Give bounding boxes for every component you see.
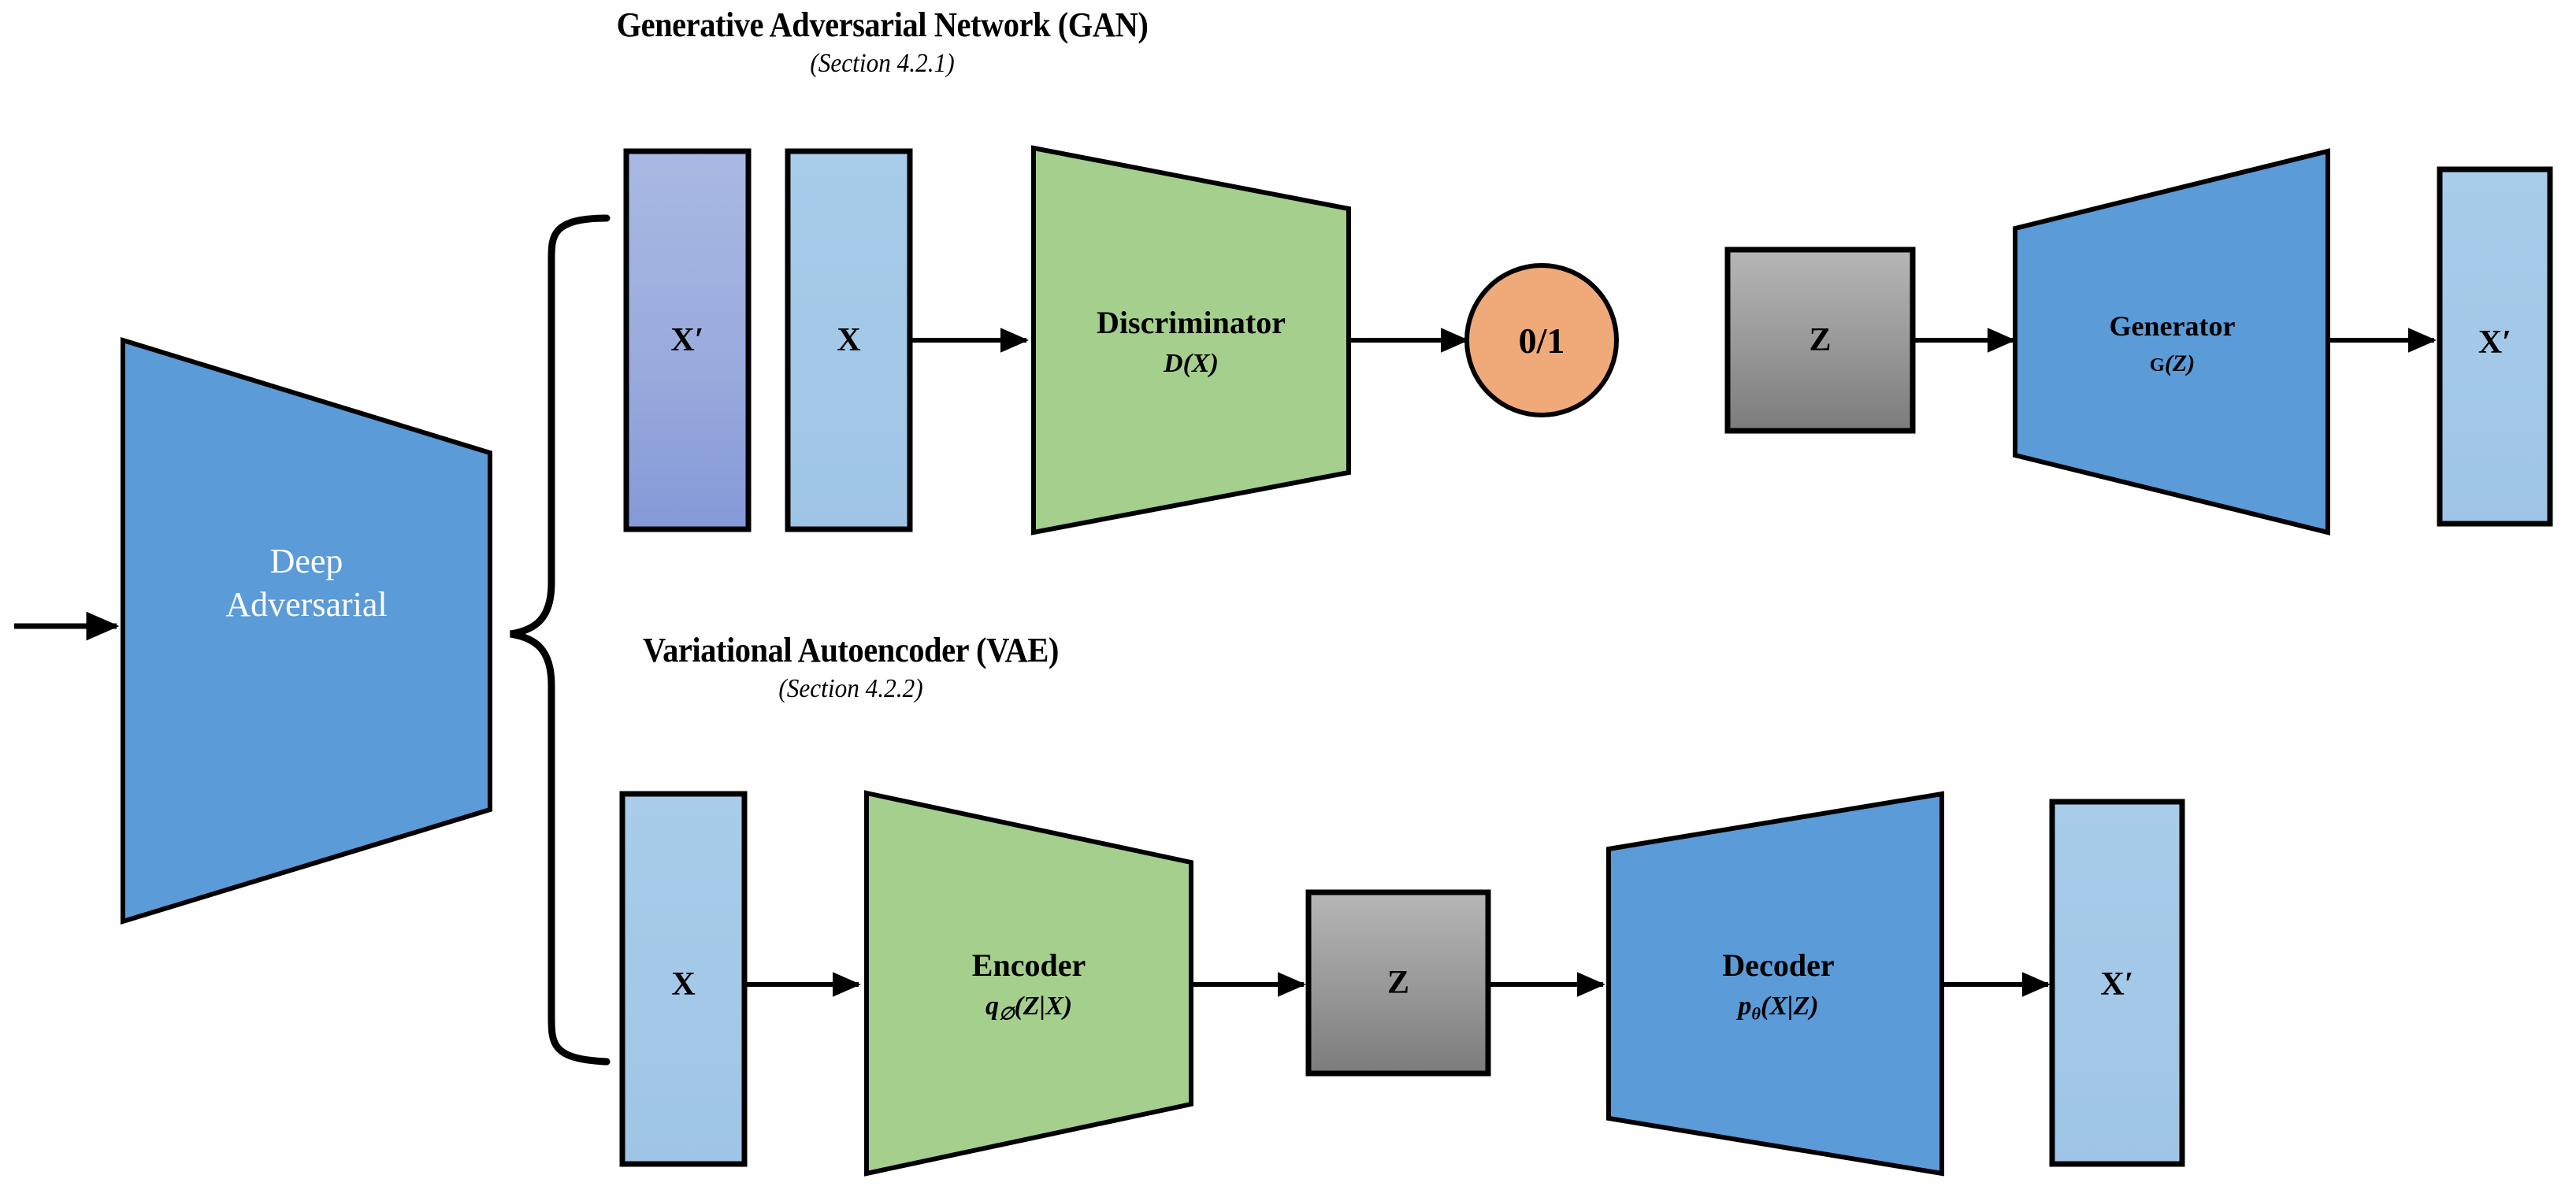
gan-x-input-text: X — [837, 322, 861, 358]
generator-name: Generator — [2109, 310, 2236, 342]
deep-adversarial-line2: Adversarial — [225, 585, 388, 624]
gan-section-subtitle: (Section 4.2.1) — [810, 49, 955, 78]
gan-z-text: Z — [1809, 322, 1832, 358]
deep-adversarial-label: Deep Adversarial — [123, 520, 490, 646]
vae-xprime-output-label: X′ — [2052, 949, 2182, 1020]
decoder-formula: pθ(X|Z) — [1738, 992, 1818, 1024]
decoder-label: Decoder pθ(X|Z) — [1615, 918, 1942, 1055]
gan-xprime-output-bar — [2437, 166, 2553, 527]
decoder-formula-arg: (X|Z) — [1761, 992, 1819, 1021]
vae-z-label: Z — [1308, 947, 1488, 1018]
discriminator-name: Discriminator — [1097, 305, 1286, 341]
vae-z-text: Z — [1386, 965, 1409, 1001]
gan-xprime-input-text: X′ — [670, 322, 704, 358]
deep-adversarial-line1: Deep — [269, 542, 343, 580]
encoder-formula: q∅(Z|X) — [985, 992, 1072, 1024]
vae-x-input-bar — [619, 791, 748, 1167]
vae-section-subtitle: (Section 4.2.2) — [778, 674, 923, 703]
vae-xprime-output-bar — [2049, 799, 2185, 1167]
vae-x-input-text: X — [671, 966, 696, 1003]
generator-formula-fn: G — [2149, 354, 2165, 376]
gan-output-text: 0/1 — [1518, 320, 1565, 361]
vae-xprime-output-text: X′ — [2100, 966, 2134, 1003]
vae-section-title: Variational Autoencoder (VAE) — [643, 631, 1059, 669]
encoder-name: Encoder — [971, 947, 1086, 984]
gan-output-label: 0/1 — [1467, 305, 1616, 376]
discriminator-label: Discriminator D(X) — [1034, 276, 1349, 410]
vae-x-input-label: X — [622, 945, 744, 1024]
encoder-formula-arg: (Z|X) — [1014, 992, 1073, 1021]
discriminator-shape — [1031, 145, 1351, 536]
gan-z-box — [1724, 247, 1916, 434]
decoder-formula-fn: p — [1738, 992, 1752, 1021]
generator-shape — [2013, 148, 2330, 536]
gan-xprime-input-label: X′ — [626, 301, 748, 380]
gan-xprime-input-bar — [623, 148, 752, 532]
gan-output-circle — [1464, 263, 1619, 417]
generator-label: Generator G(Z) — [2017, 277, 2328, 411]
generator-formula: G(Z) — [2150, 350, 2195, 376]
gan-x-input-bar — [785, 148, 913, 532]
encoder-label: Encoder q∅(Z|X) — [867, 918, 1191, 1055]
gan-xprime-output-label: X′ — [2440, 307, 2550, 378]
gan-xprime-output-text: X′ — [2478, 324, 2512, 361]
gan-x-input-label: X — [788, 301, 910, 380]
vae-z-box — [1305, 889, 1491, 1077]
encoder-shape — [864, 790, 1193, 1177]
discriminator-formula: D(X) — [1164, 349, 1219, 379]
deep-adversarial-shape — [121, 336, 492, 925]
decoder-formula-sub: θ — [1751, 1003, 1761, 1024]
gan-z-label: Z — [1728, 305, 1913, 376]
encoder-formula-fn: q — [985, 992, 999, 1021]
decoder-name: Decoder — [1722, 947, 1835, 984]
decoder-shape — [1606, 791, 1944, 1177]
encoder-formula-sub: ∅ — [998, 1003, 1015, 1024]
generator-formula-arg: (Z) — [2164, 350, 2196, 377]
gan-section-title: Generative Adversarial Network (GAN) — [616, 6, 1149, 44]
